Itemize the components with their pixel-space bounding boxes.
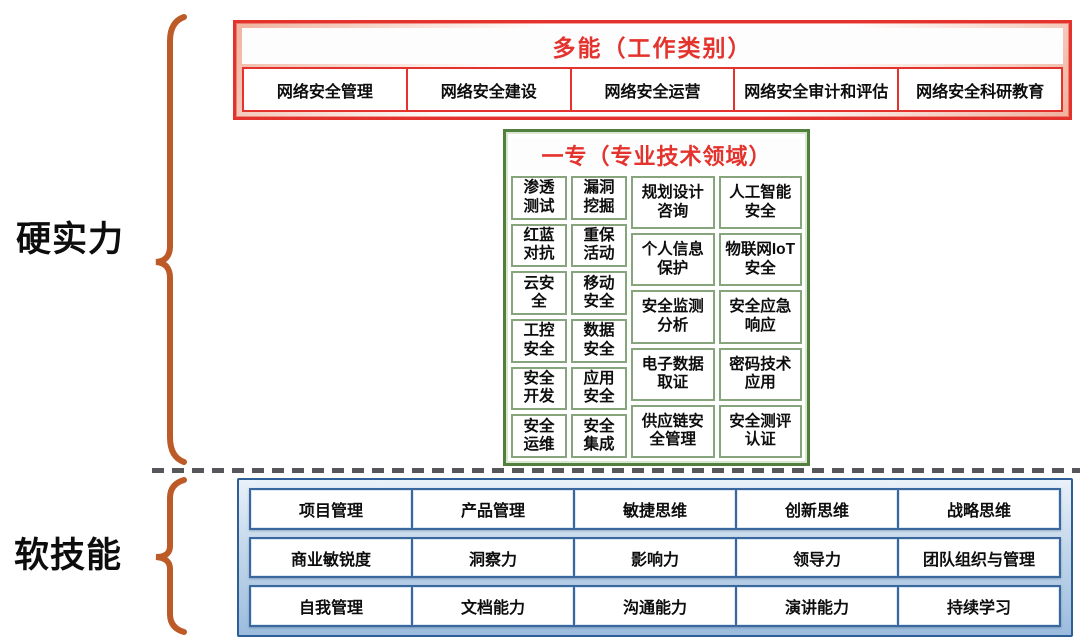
- specialty-grid: 渗透 测试 红蓝 对抗 云安 全 工控 安全 安全 开发 安全 运维 漏洞 挖掘…: [511, 176, 802, 458]
- soft-skill-cell: 商业敏锐度: [251, 539, 411, 577]
- soft-skill-row: 商业敏锐度 洞察力 影响力 领导力 团队组织与管理: [249, 536, 1061, 579]
- specialty-cell: 安全监测 分析: [631, 290, 715, 344]
- specialty-cell: 应用 安全: [571, 366, 627, 411]
- soft-skill-cell: 项目管理: [251, 490, 411, 528]
- soft-skills-brace-icon: [155, 477, 187, 635]
- soft-skill-cell: 领导力: [735, 538, 897, 577]
- specialty-cell: 云安 全: [511, 271, 567, 315]
- specialty-title: 一专（专业技术领域）: [511, 138, 802, 172]
- specialty-cell: 安全 开发: [511, 366, 567, 411]
- hard-skills-brace-icon: [155, 14, 187, 465]
- specialty-cell: 安全应急 响应: [718, 290, 802, 344]
- specialty-cell: 供应链安 全管理: [631, 404, 715, 458]
- specialty-cell: 密码技术 应用: [718, 347, 802, 401]
- multi-skill-row: 网络安全管理 网络安全建设 网络安全运营 网络安全审计和评估 网络安全科研教育: [242, 67, 1063, 112]
- section-divider-line: [152, 468, 1080, 473]
- specialty-column: 渗透 测试 红蓝 对抗 云安 全 工控 安全 安全 开发 安全 运维: [511, 176, 567, 458]
- multi-skill-cell: 网络安全审计和评估: [733, 69, 897, 110]
- soft-skill-row: 自我管理 文档能力 沟通能力 演讲能力 持续学习: [249, 585, 1061, 628]
- soft-skill-cell: 创新思维: [735, 490, 897, 528]
- multi-skill-cell: 网络安全运营: [569, 69, 734, 110]
- specialty-column: 漏洞 挖掘 重保 活动 移动 安全 数据 安全 应用 安全 安全 集成: [571, 176, 627, 458]
- hard-skills-label: 硬实力: [15, 220, 124, 259]
- specialty-cell: 数据 安全: [571, 319, 627, 363]
- soft-skill-cell: 持续学习: [897, 587, 1059, 626]
- multi-skill-panel: 多能（工作类别） 网络安全管理 网络安全建设 网络安全运营 网络安全审计和评估 …: [233, 20, 1072, 120]
- specialty-cell: 漏洞 挖掘: [571, 176, 627, 220]
- specialty-cell: 安全 运维: [511, 414, 567, 458]
- soft-skill-row: 项目管理 产品管理 敏捷思维 创新思维 战略思维: [249, 488, 1061, 530]
- specialty-cell: 移动 安全: [571, 271, 627, 315]
- soft-skill-cell: 文档能力: [411, 587, 573, 626]
- specialty-cell: 安全 集成: [571, 414, 627, 458]
- specialty-cell: 红蓝 对抗: [511, 223, 567, 268]
- soft-skill-cell: 产品管理: [411, 490, 573, 528]
- specialty-cell: 安全测评 认证: [718, 404, 802, 458]
- specialty-column: 人工智能 安全 物联网IoT 安全 安全应急 响应 密码技术 应用 安全测评 认…: [718, 176, 802, 458]
- multi-skill-cell: 网络安全科研教育: [897, 69, 1061, 110]
- soft-skill-cell: 影响力: [573, 538, 735, 577]
- soft-skill-panel: 项目管理 产品管理 敏捷思维 创新思维 战略思维 商业敏锐度 洞察力 影响力 领…: [237, 478, 1073, 637]
- specialty-panel: 一专（专业技术领域） 渗透 测试 红蓝 对抗 云安 全 工控 安全 安全 开发 …: [503, 129, 810, 466]
- soft-skill-cell: 战略思维: [897, 490, 1059, 528]
- specialty-cell: 渗透 测试: [511, 176, 567, 220]
- specialty-cell: 规划设计 咨询: [631, 176, 715, 230]
- specialty-cell: 物联网IoT 安全: [718, 233, 802, 287]
- soft-skill-cell: 沟通能力: [573, 587, 735, 626]
- specialty-cell: 电子数据 取证: [631, 347, 715, 401]
- multi-skill-cell: 网络安全建设: [405, 69, 570, 110]
- soft-skill-cell: 洞察力: [411, 538, 573, 577]
- specialty-cell: 工控 安全: [511, 319, 567, 363]
- soft-skill-cell: 敏捷思维: [573, 490, 735, 528]
- soft-skill-cell: 自我管理: [251, 587, 411, 625]
- soft-skill-cell: 演讲能力: [735, 587, 897, 626]
- soft-skills-label: 软技能: [13, 536, 122, 575]
- specialty-cell: 人工智能 安全: [718, 176, 802, 230]
- specialty-column: 规划设计 咨询 个人信息 保护 安全监测 分析 电子数据 取证 供应链安 全管理: [631, 176, 715, 458]
- multi-skill-title: 多能（工作类别）: [242, 28, 1063, 64]
- multi-skill-cell: 网络安全管理: [276, 83, 373, 101]
- specialty-cell: 重保 活动: [571, 223, 627, 268]
- specialty-cell: 个人信息 保护: [631, 233, 715, 287]
- soft-skill-cell: 团队组织与管理: [897, 538, 1059, 577]
